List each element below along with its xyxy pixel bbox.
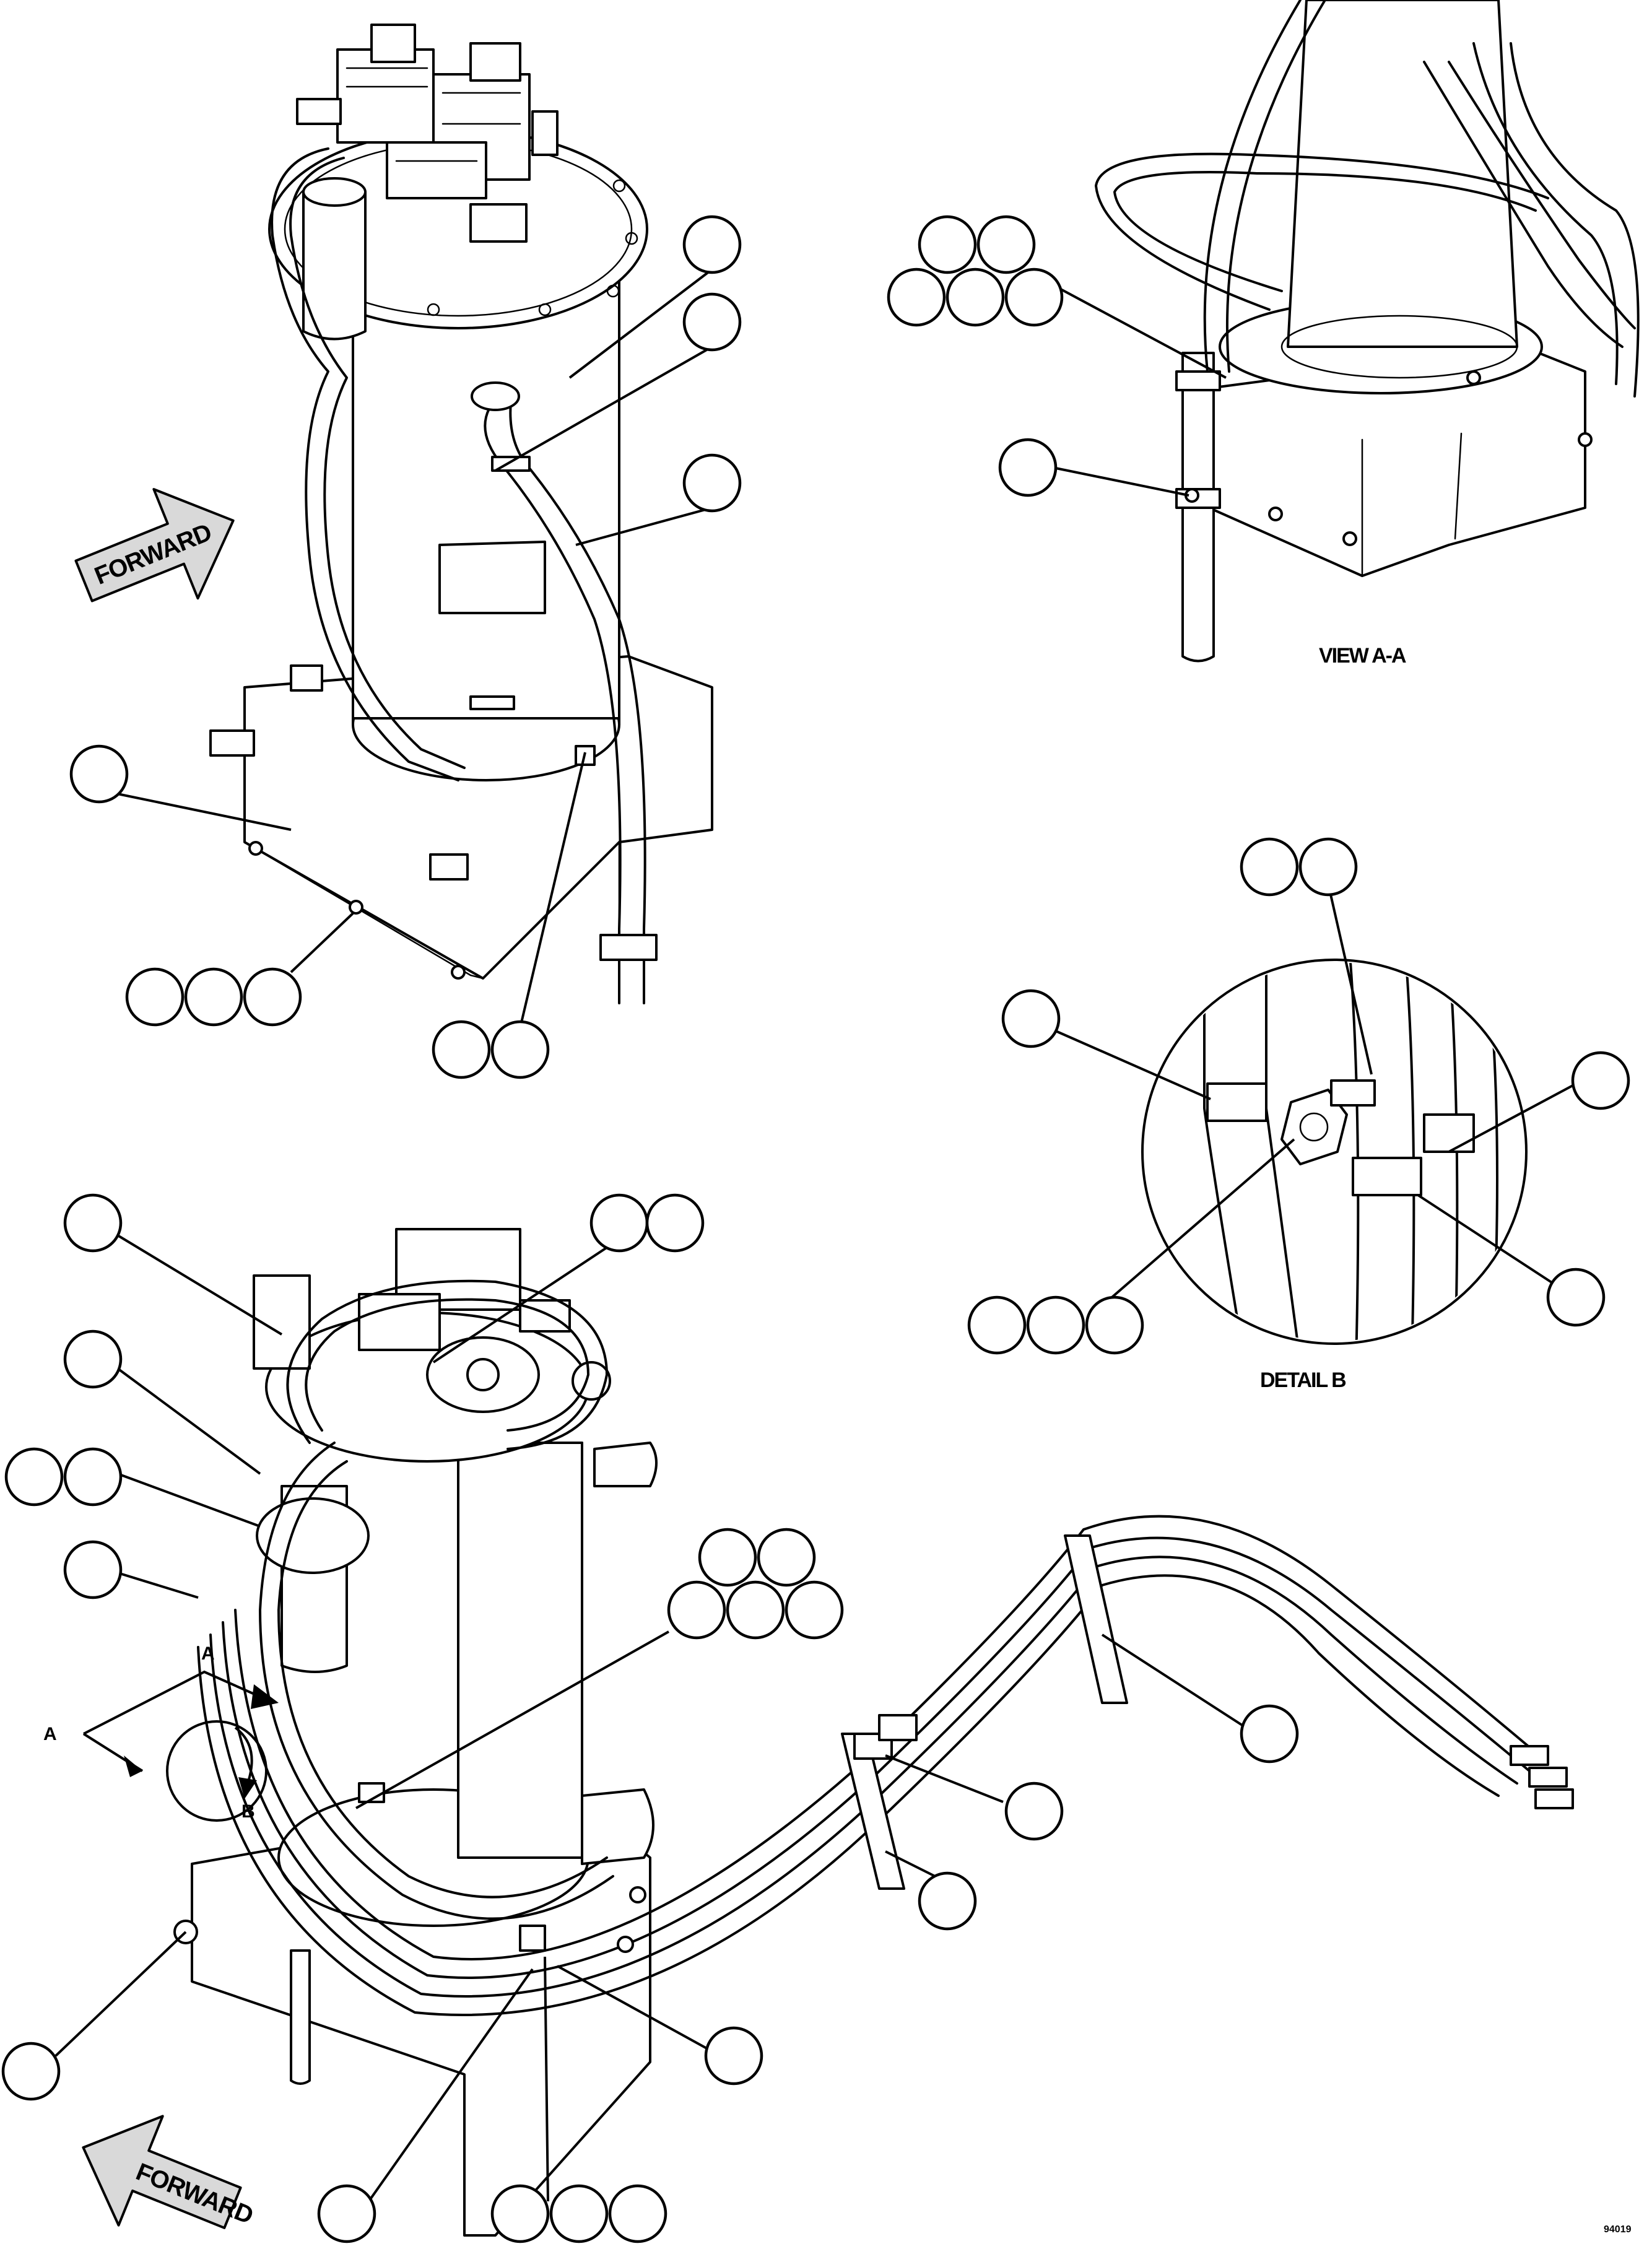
section-marker-a-left: A	[43, 1724, 57, 1744]
callout-bubble	[4, 1447, 64, 1507]
callout-bubble	[887, 268, 946, 327]
callout-bubble	[976, 215, 1036, 274]
filter-canister	[302, 191, 367, 341]
callout-bubble	[682, 453, 742, 513]
drawing-code: 94019	[1604, 2224, 1632, 2235]
callout-bubble	[490, 1020, 550, 1079]
callout-bubble	[1026, 1295, 1085, 1355]
section-marker-a-top: A	[201, 1643, 215, 1664]
callout-bubble	[490, 2184, 550, 2243]
callout-bubble	[589, 1193, 649, 1253]
callout-bubble	[549, 2184, 609, 2243]
callout-bubble	[125, 967, 185, 1027]
callout-bubbles	[1, 215, 1630, 2243]
callout-bubble	[667, 1580, 726, 1640]
callout-bubble	[785, 1580, 844, 1640]
callout-bubble	[69, 744, 129, 804]
callout-bubble	[243, 967, 302, 1027]
callout-bubble	[918, 215, 977, 274]
callout-bubble	[645, 1193, 705, 1253]
detail-b: DETAIL B	[1141, 959, 1528, 1392]
tank-placard	[438, 541, 546, 614]
callout-bubble	[317, 2184, 376, 2243]
callout-bubble	[1240, 1704, 1299, 1764]
callout-leaders	[54, 268, 1583, 2212]
callout-bubble	[946, 268, 1005, 327]
valve-block-top	[296, 24, 559, 243]
callout-bubble	[608, 2184, 667, 2243]
callout-bubble	[184, 967, 243, 1027]
forward-arrow-lower: FORWARD	[82, 2115, 257, 2229]
view-a-a: VIEW A-A	[1095, 0, 1640, 668]
detail-b-caption: DETAIL B	[1260, 1368, 1346, 1392]
callout-bubble	[1085, 1295, 1144, 1355]
callout-bubble	[1298, 837, 1358, 897]
callout-bubble	[682, 292, 742, 352]
forward-arrow-upper: FORWARD	[74, 488, 235, 602]
callout-bubble	[432, 1020, 491, 1079]
suction-hose	[484, 407, 622, 1004]
bottom-assembly: A A B	[43, 1228, 1574, 2237]
callout-bubble	[757, 1528, 816, 1587]
callout-bubble	[704, 2026, 763, 2086]
section-marker-b: B	[241, 1801, 255, 1822]
callout-bubble	[998, 438, 1058, 497]
callout-bubble	[63, 1447, 123, 1507]
callout-bubble	[698, 1528, 757, 1587]
callout-bubble	[918, 1871, 977, 1931]
callout-bubble	[682, 215, 742, 274]
callout-bubble	[967, 1295, 1027, 1355]
callout-bubble	[63, 1193, 123, 1253]
return-hose	[271, 147, 459, 781]
detail-b-callout-circle	[166, 1720, 267, 1822]
callout-bubble	[1546, 1268, 1606, 1327]
callout-bubble	[63, 1329, 123, 1389]
callout-bubble	[1004, 1781, 1064, 1841]
callout-bubble	[1240, 837, 1299, 897]
callout-bubble	[1571, 1051, 1630, 1110]
callout-bubble	[1004, 268, 1064, 327]
callout-bubble	[63, 1540, 123, 1599]
top-left-assembly	[209, 24, 713, 1004]
view-a-a-caption: VIEW A-A	[1319, 644, 1406, 668]
hose-bundle	[234, 1515, 1537, 1960]
callout-bubble	[1001, 989, 1061, 1048]
callout-bubble	[1, 2042, 61, 2101]
callout-bubble	[726, 1580, 785, 1640]
